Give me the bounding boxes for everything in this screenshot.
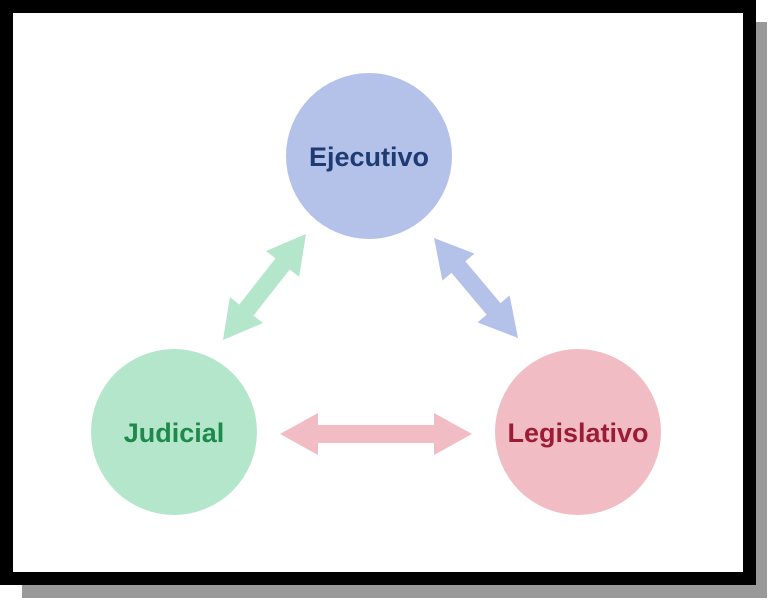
arrows-layer	[223, 234, 518, 455]
arrow-ejecutivo-legislativo	[434, 238, 518, 338]
arrow-judicial-legislativo	[280, 413, 472, 455]
circle-judicial	[91, 349, 257, 515]
arrow-ejecutivo-judicial	[223, 234, 306, 340]
node-ejecutivo: Ejecutivo	[286, 73, 452, 239]
circle-ejecutivo	[286, 73, 452, 239]
label-legislativo: Legislativo	[507, 418, 648, 448]
label-ejecutivo: Ejecutivo	[309, 142, 429, 172]
circle-legislativo	[495, 349, 661, 515]
label-judicial: Judicial	[124, 418, 225, 448]
node-legislativo: Legislativo	[495, 349, 661, 515]
node-judicial: Judicial	[91, 349, 257, 515]
